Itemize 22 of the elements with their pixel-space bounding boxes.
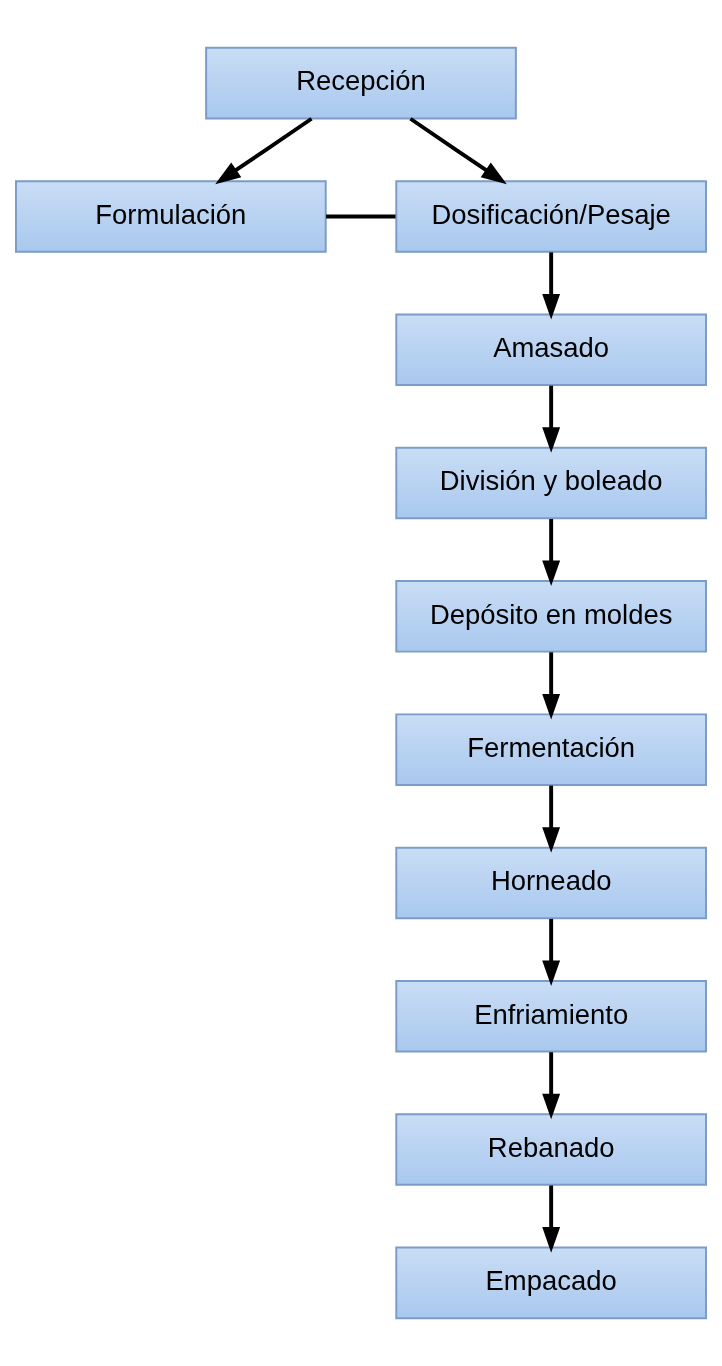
node-box: Amasado xyxy=(395,313,707,386)
node-box: Recepción xyxy=(205,46,517,120)
node-box: Formulación xyxy=(15,180,327,253)
arrow xyxy=(542,652,561,720)
arrow xyxy=(542,252,561,320)
arrow xyxy=(215,117,313,185)
node-box: Depósito en moldes xyxy=(395,580,707,653)
arrow xyxy=(542,385,561,453)
node-box: Rebanado xyxy=(395,1113,707,1186)
arrow xyxy=(542,519,561,587)
node-box: Enfriamiento xyxy=(395,980,707,1053)
node-box: Horneado xyxy=(395,846,707,920)
node-box: Fermentación xyxy=(395,713,707,786)
connector xyxy=(326,214,396,219)
node-box: División y boleado xyxy=(395,446,707,520)
arrow xyxy=(542,785,561,853)
arrow xyxy=(542,1052,561,1120)
arrow xyxy=(542,918,561,987)
node-box: Dosificación/Pesaje xyxy=(395,180,707,253)
arrow xyxy=(542,1185,561,1253)
node-box: Empacado xyxy=(395,1246,707,1320)
arrow xyxy=(409,117,507,185)
